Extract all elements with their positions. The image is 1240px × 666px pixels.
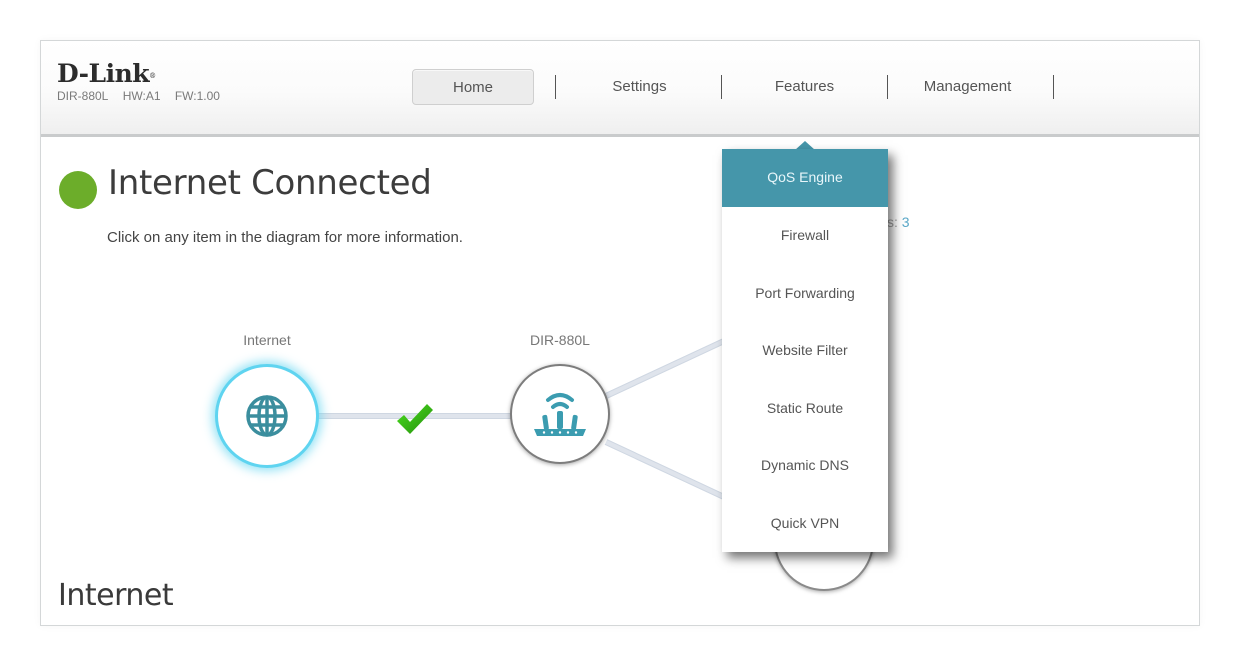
top-header: D-Link® DIR-880L HW:A1 FW:1.00 Home Sett… [41, 41, 1199, 137]
menu-item-static-route[interactable]: Static Route [766, 399, 844, 416]
checkmark-icon [395, 401, 435, 442]
router-node-label: DIR-880L [530, 332, 590, 348]
model-name: DIR-880L [57, 89, 109, 103]
nav-divider [1053, 75, 1054, 99]
menu-item-website-filter[interactable]: Website Filter [762, 342, 848, 358]
nav-settings[interactable]: Settings [612, 78, 667, 95]
connected-clients-count[interactable]: s: 3 [887, 214, 910, 230]
router-icon [534, 393, 586, 436]
section-title: Internet [58, 578, 174, 613]
router-node[interactable] [510, 364, 610, 464]
nav-divider [721, 75, 722, 99]
internet-node[interactable] [215, 364, 319, 468]
router-upper-link [604, 338, 726, 399]
menu-item-quick-vpn[interactable]: Quick VPN [770, 514, 840, 531]
dlink-logo: D-Link® [57, 59, 156, 88]
nav-divider [555, 75, 556, 99]
nav-divider [887, 75, 888, 99]
internet-node-label: Internet [243, 332, 291, 348]
globe-icon [246, 395, 288, 437]
menu-item-qos-engine[interactable]: QoS Engine [722, 149, 888, 207]
menu-item-port-forwarding[interactable]: Port Forwarding [755, 284, 855, 301]
brand-logo: D-Link® DIR-880L HW:A1 FW:1.00 [57, 59, 228, 104]
router-admin-frame: D-Link® DIR-880L HW:A1 FW:1.00 Home Sett… [40, 40, 1200, 626]
features-dropdown-menu: QoS Engine Firewall Port Forwarding Webs… [722, 149, 888, 552]
router-lower-link [604, 439, 726, 500]
hardware-version: HW:A1 [122, 89, 161, 103]
firmware-version: FW:1.00 [174, 89, 220, 103]
menu-item-dynamic-dns[interactable]: Dynamic DNS [761, 457, 849, 473]
diagram-hint: Click on any item in the diagram for mor… [107, 229, 463, 246]
nav-management[interactable]: Management [923, 78, 1012, 95]
nav-home[interactable]: Home [412, 69, 534, 105]
connection-status-title: Internet Connected [108, 163, 432, 203]
nav-features[interactable]: Features [774, 78, 835, 95]
connection-status-dot [59, 171, 97, 209]
menu-item-firewall[interactable]: Firewall [780, 227, 830, 243]
device-info: DIR-880L HW:A1 FW:1.00 [57, 89, 228, 103]
dropdown-caret [795, 141, 815, 150]
